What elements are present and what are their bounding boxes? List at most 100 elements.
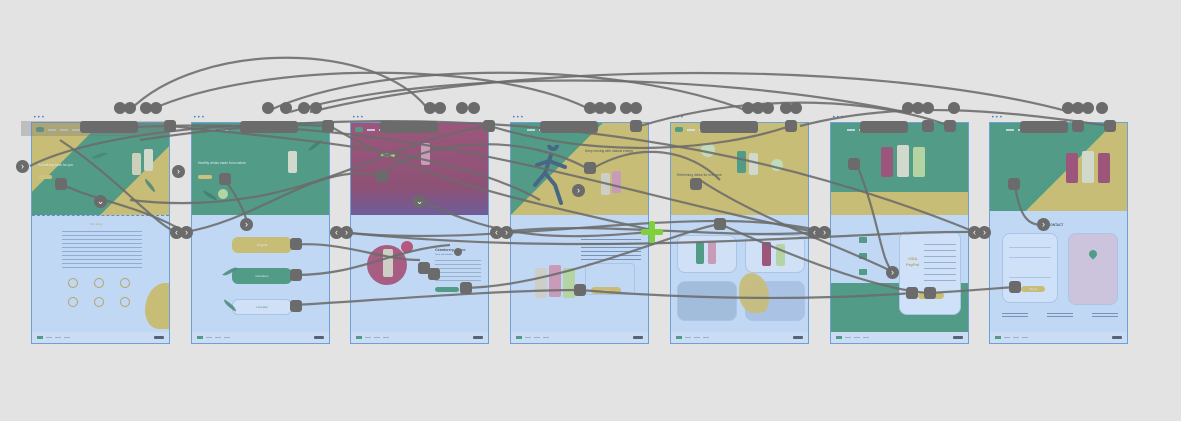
- connection-anchor[interactable]: [483, 120, 495, 132]
- footer-link[interactable]: [224, 336, 230, 339]
- frame-handle-dots[interactable]: •••: [352, 114, 365, 121]
- connection-anchor[interactable]: [1009, 281, 1021, 293]
- connection-node[interactable]: [780, 102, 792, 114]
- frame-handle-dots[interactable]: •••: [512, 114, 525, 121]
- arrow-right-icon[interactable]: ›: [572, 184, 585, 197]
- connection-anchor[interactable]: [164, 120, 176, 132]
- connection-anchor[interactable]: [460, 282, 472, 294]
- connection-node[interactable]: [150, 102, 162, 114]
- connection-node[interactable]: [298, 102, 310, 114]
- connection-node[interactable]: [630, 102, 642, 114]
- connection-hub[interactable]: [380, 121, 438, 133]
- connection-node[interactable]: [456, 102, 468, 114]
- connection-node[interactable]: [584, 102, 596, 114]
- connection-node[interactable]: [1096, 102, 1108, 114]
- hero-button[interactable]: [381, 153, 395, 157]
- connection-node[interactable]: [434, 102, 446, 114]
- footer-link[interactable]: [1013, 336, 1019, 339]
- connection-anchor[interactable]: [418, 262, 430, 274]
- connection-anchor[interactable]: [944, 120, 956, 132]
- message-field[interactable]: [1009, 264, 1051, 278]
- connection-anchor[interactable]: [1072, 120, 1084, 132]
- connection-node[interactable]: [1082, 102, 1094, 114]
- arrow-left-icon[interactable]: ‹: [170, 226, 183, 239]
- connection-node[interactable]: [310, 102, 322, 114]
- connection-anchor[interactable]: [630, 120, 642, 132]
- connection-node[interactable]: [114, 102, 126, 114]
- frame-contact[interactable]: CONTACT Send: [989, 122, 1128, 344]
- nav-link[interactable]: [208, 128, 216, 131]
- gallery-card[interactable]: [677, 281, 737, 321]
- arrow-right-icon[interactable]: ›: [886, 266, 899, 279]
- footer-link[interactable]: [46, 336, 52, 339]
- product-pill-limeade[interactable]: Limeade: [232, 299, 292, 315]
- nav-link[interactable]: [687, 128, 695, 131]
- footer-link[interactable]: [854, 336, 860, 339]
- footer-link[interactable]: [863, 336, 869, 339]
- name-field[interactable]: [1009, 244, 1051, 248]
- connection-node[interactable]: [752, 102, 764, 114]
- footer-link[interactable]: [543, 336, 549, 339]
- connection-node[interactable]: [762, 102, 774, 114]
- footer-link[interactable]: [215, 336, 221, 339]
- connection-node[interactable]: [922, 102, 934, 114]
- connection-node[interactable]: [124, 102, 136, 114]
- footer-link[interactable]: [206, 336, 212, 339]
- footer-link[interactable]: [1004, 336, 1010, 339]
- connection-node[interactable]: [902, 102, 914, 114]
- arrow-right-icon[interactable]: ›: [1037, 218, 1050, 231]
- connection-node[interactable]: [620, 102, 632, 114]
- arrow-right-icon[interactable]: ›: [818, 226, 831, 239]
- order-button[interactable]: Order: [591, 287, 621, 294]
- connection-anchor[interactable]: [55, 178, 67, 190]
- connection-anchor[interactable]: [290, 269, 302, 281]
- connection-anchor[interactable]: [219, 173, 231, 185]
- connection-hub[interactable]: [240, 121, 298, 133]
- arrow-right-icon[interactable]: ›: [978, 226, 991, 239]
- add-to-cart-button[interactable]: [435, 287, 459, 292]
- footer-link[interactable]: [64, 336, 70, 339]
- connection-anchor[interactable]: [454, 248, 462, 256]
- map-card[interactable]: [1068, 233, 1118, 305]
- arrow-left-icon[interactable]: ‹: [330, 226, 343, 239]
- arrow-right-icon[interactable]: ›: [240, 218, 253, 231]
- frame-handle-dots[interactable]: •••: [33, 114, 46, 121]
- connection-anchor[interactable]: [290, 300, 302, 312]
- frame-about[interactable]: Keep moving with natural energy Order: [510, 122, 649, 344]
- arrow-right-icon[interactable]: ›: [172, 165, 185, 178]
- nav-link[interactable]: [1006, 128, 1014, 131]
- add-interaction-handle[interactable]: +: [641, 221, 663, 243]
- send-button[interactable]: Send: [1021, 286, 1045, 292]
- connection-wire[interactable]: [149, 71, 596, 113]
- connection-anchor[interactable]: [290, 238, 302, 250]
- connection-anchor[interactable]: [785, 120, 797, 132]
- connection-node[interactable]: [424, 102, 436, 114]
- product-pill-original[interactable]: Original: [232, 237, 292, 253]
- connection-hub[interactable]: [860, 121, 908, 133]
- connection-hub[interactable]: [80, 121, 138, 133]
- connection-node[interactable]: [948, 102, 960, 114]
- arrow-right-icon[interactable]: ›: [500, 226, 513, 239]
- email-field[interactable]: [1009, 254, 1051, 258]
- frame-gallery[interactable]: Refreshing drinks for everyone: [670, 122, 809, 344]
- footer-link[interactable]: [55, 336, 61, 339]
- hero-button[interactable]: [38, 175, 52, 179]
- footer-link[interactable]: [685, 336, 691, 339]
- footer-link[interactable]: [365, 336, 371, 339]
- hero-button[interactable]: [198, 175, 212, 179]
- connection-hub[interactable]: [1020, 121, 1068, 133]
- connection-wire[interactable]: [269, 71, 751, 114]
- arrow-right-icon[interactable]: ›: [180, 226, 193, 239]
- connection-node[interactable]: [280, 102, 292, 114]
- connection-anchor[interactable]: [848, 158, 860, 170]
- nav-link[interactable]: [847, 128, 855, 131]
- payment-form[interactable]: [924, 244, 956, 284]
- frame-products[interactable]: Healthy drinks made from nature Original…: [191, 122, 330, 344]
- arrow-left-icon[interactable]: ‹: [968, 226, 981, 239]
- footer-link[interactable]: [525, 336, 531, 339]
- frame-home[interactable]: Something fresh for you Our story: [31, 122, 170, 344]
- connection-anchor[interactable]: [922, 120, 934, 132]
- connection-anchor[interactable]: [322, 120, 334, 132]
- connection-anchor[interactable]: [574, 284, 586, 296]
- chevron-down-icon[interactable]: ⌄: [413, 195, 426, 208]
